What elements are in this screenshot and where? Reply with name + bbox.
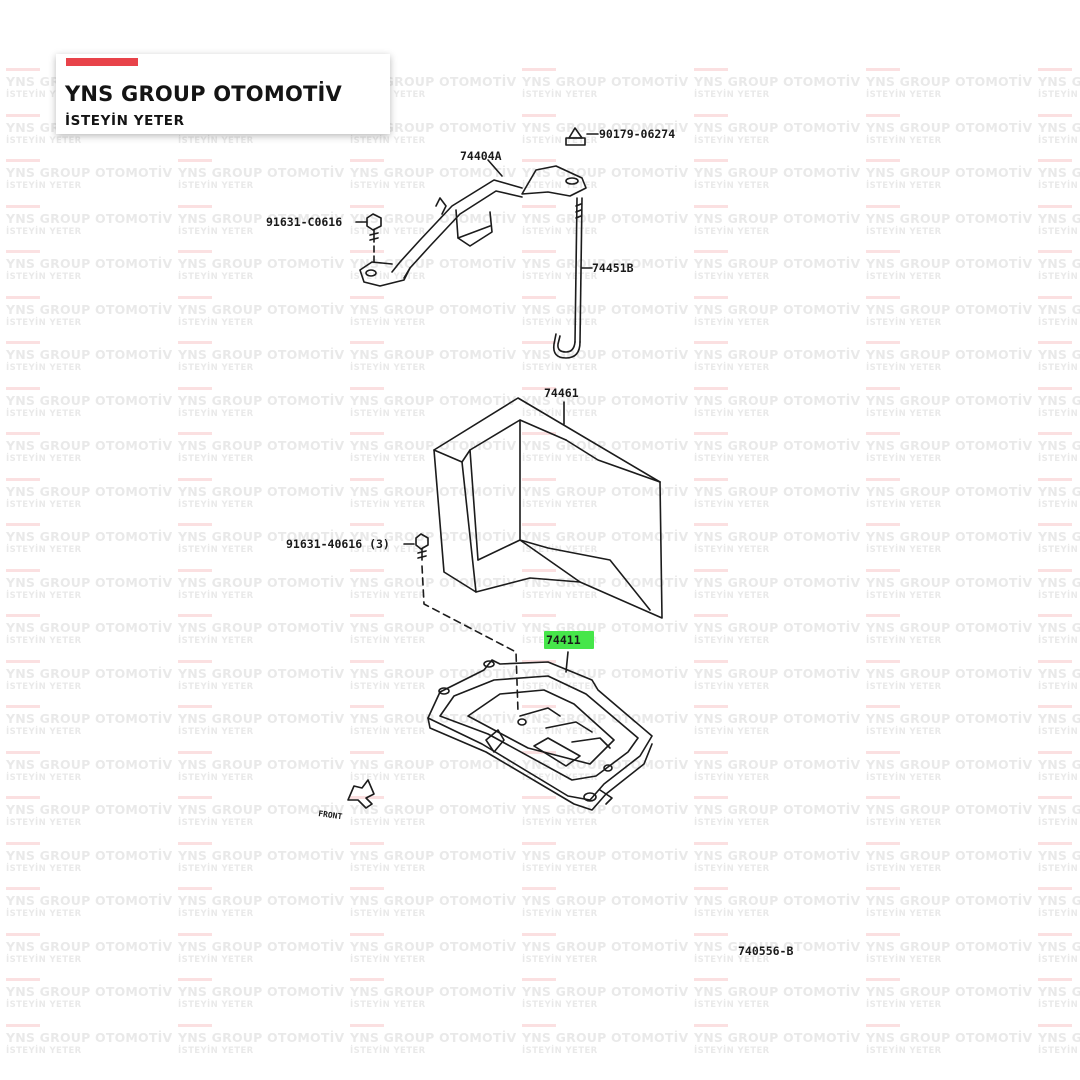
label-top-nut: 90179-06274 <box>599 127 675 141</box>
bolt-icon <box>366 213 382 243</box>
hook-rod-part <box>552 197 583 359</box>
label-bracket-bolt: 91631-C0616 <box>266 215 342 229</box>
front-label: FRONT <box>318 809 343 821</box>
label-hook-rod: 74451B <box>592 261 634 275</box>
top-bracket-part <box>359 165 587 287</box>
label-battery-tray: 74411 <box>546 633 581 647</box>
logo-slogan: İSTEYİN YETER <box>65 113 185 129</box>
highlight-box <box>544 631 594 649</box>
label-tray-bolts: 91631-40616 (3) <box>286 537 390 551</box>
nut-icon <box>565 127 586 146</box>
front-arrow-icon <box>347 779 375 809</box>
diagram-code: 740556-B <box>738 944 793 958</box>
label-battery-cover: 74461 <box>544 386 579 400</box>
battery-cover-part <box>433 397 663 619</box>
battery-tray-part <box>427 659 653 811</box>
bolt-icon <box>415 533 429 561</box>
logo-accent-bar <box>66 58 138 66</box>
logo-brand-name: YNS GROUP OTOMOTİV <box>65 82 342 106</box>
brand-logo: YNS GROUP OTOMOTİV İSTEYİN YETER <box>56 54 390 134</box>
label-top-bracket: 74404A <box>460 149 502 163</box>
